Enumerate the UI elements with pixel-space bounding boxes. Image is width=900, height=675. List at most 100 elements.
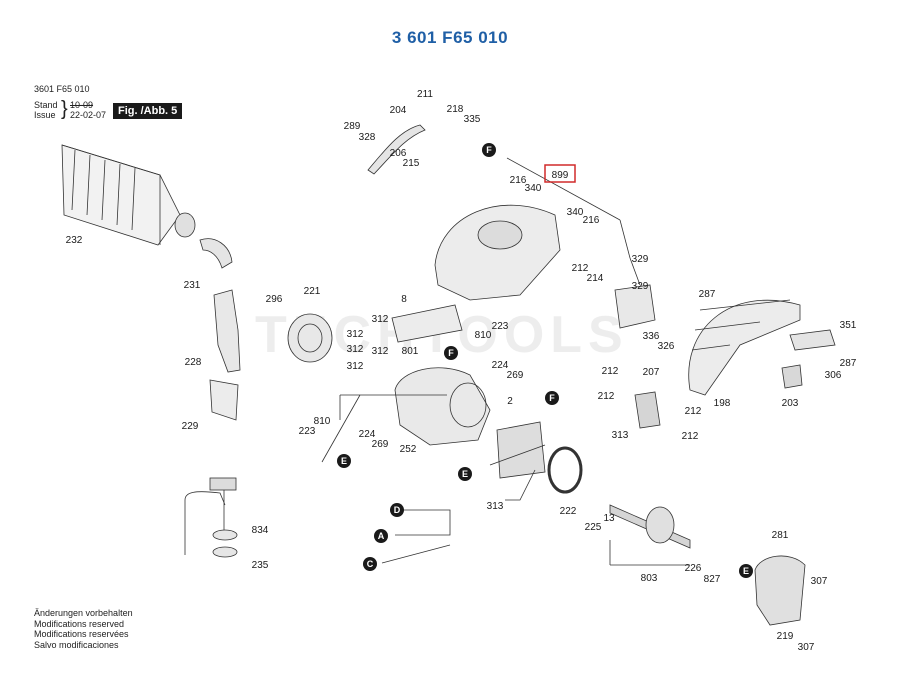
part-label-326: 326 [658,341,675,352]
part-label-810: 810 [314,416,331,427]
part-label-226: 226 [685,563,702,574]
marker-letter: D [394,505,401,515]
part-label-223: 223 [492,321,509,332]
marker-letter: F [486,145,492,155]
part-label-224: 224 [359,429,376,440]
part-label-212: 212 [602,366,619,377]
brace-icon: } [61,98,68,120]
part-label-899: 899 [552,170,569,181]
part-label-312: 312 [347,329,364,340]
part-label-8: 8 [401,294,407,305]
part-label-803: 803 [641,573,658,584]
marker-letter: C [367,559,374,569]
marker-letter: F [549,393,555,403]
part-label-212: 212 [572,263,589,274]
marker-circle [363,557,377,571]
part-label-214: 214 [587,273,604,284]
reference-markers: F F F E E E D A C [337,143,753,578]
stand-label: Stand [34,100,58,110]
part-label-307: 307 [798,642,815,653]
part-label-306: 306 [825,370,842,381]
figure-label: Fig. /Abb. 5 [113,103,183,119]
marker-circle [374,529,388,543]
part-label-207: 207 [643,367,660,378]
highlight-box [544,164,576,183]
part-label-221: 221 [304,286,321,297]
marker-letter: E [462,469,468,479]
page-title: 3 601 F65 010 [391,28,509,47]
marker-f: F [482,143,496,157]
part-label-328: 328 [359,132,376,143]
marker-a: A [374,529,388,543]
part-label-312: 312 [347,361,364,372]
part-label-313: 313 [487,501,504,512]
part-label-289: 289 [344,121,361,132]
part-label-229: 229 [182,421,199,432]
marker-circle [390,503,404,517]
part-label-211: 211 [417,89,433,100]
part-label-212: 212 [682,431,699,442]
part-label-287: 287 [840,358,857,369]
marker-e: E [739,564,753,578]
marker-circle [444,346,458,360]
footer-line: Änderungen vorbehalten [34,608,133,618]
marker-f: F [444,346,458,360]
marker-circle [739,564,753,578]
part-label-281: 281 [772,530,789,541]
part-label-336: 336 [643,331,660,342]
part-label-215: 215 [403,158,420,169]
marker-circle [337,454,351,468]
issue-label: Issue [34,110,56,120]
part-label-203: 203 [782,398,799,409]
model-number: 3601 F65 010 [34,84,90,94]
part-label-834: 834 [252,525,269,536]
footer-line: Modifications reserved [34,618,125,629]
part-label-269: 269 [372,439,389,450]
marker-circle [482,143,496,157]
part-label-216: 216 [583,215,600,226]
part-label-312: 312 [372,346,389,357]
part-label-287: 287 [699,289,716,300]
marker-letter: F [448,348,454,358]
part-label-307: 307 [811,576,828,587]
marker-circle [545,391,559,405]
part-label-212: 212 [598,391,615,402]
marker-f: F [545,391,559,405]
part-label-252: 252 [400,444,417,455]
part-label-225: 225 [585,522,602,533]
issue-date: 22-02-07 [70,110,107,120]
part-label-329: 329 [632,281,649,292]
marker-e: E [458,467,472,481]
part-label-269: 269 [507,370,524,381]
part-label-232: 232 [66,235,83,246]
part-label-228: 228 [185,357,202,368]
part-label-810: 810 [475,330,492,341]
marker-letter: A [378,531,385,541]
part-label-223: 223 [299,426,316,437]
footer-notice: Änderungen vorbehalten Modifications res… [34,608,133,650]
part-label-312: 312 [372,314,389,325]
marker-circle [458,467,472,481]
part-label-224: 224 [492,360,509,371]
part-label-329: 329 [632,254,649,265]
part-label-204: 204 [390,105,407,116]
marker-e: E [337,454,351,468]
part-label-206: 206 [390,148,407,159]
part-label-222: 222 [560,506,577,517]
marker-letter: E [743,566,749,576]
marker-d: D [390,503,404,517]
part-label-313: 313 [612,430,629,441]
part-label-801: 801 [402,346,419,357]
part-label-351: 351 [840,320,857,331]
part-label-335: 335 [464,114,481,125]
part-label-827: 827 [704,574,721,585]
part-label-235: 235 [252,560,269,571]
part-label-2: 2 [507,396,513,407]
part-label-212: 212 [685,406,702,417]
part-label-13: 13 [603,513,615,524]
part-label-340: 340 [525,183,542,194]
part-label-296: 296 [266,294,283,305]
footer-line: Modifications reservées [34,629,129,639]
part-label-312: 312 [347,344,364,355]
